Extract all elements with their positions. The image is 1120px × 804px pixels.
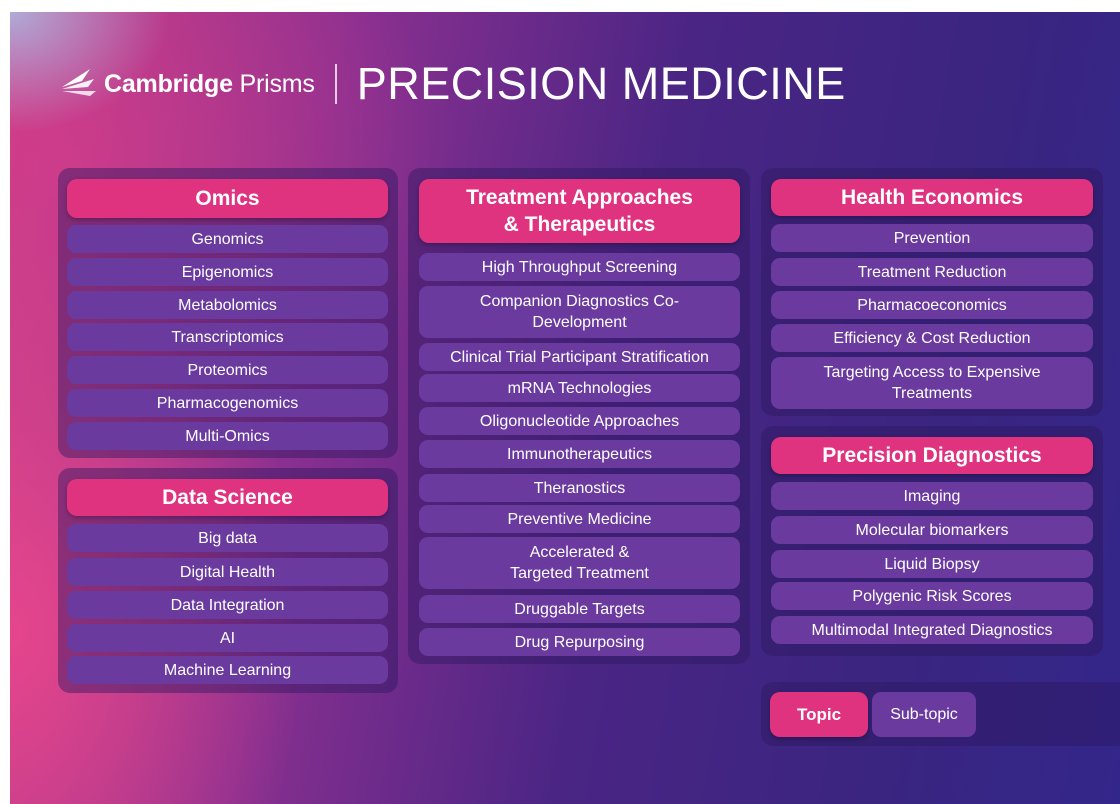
logo-bold-text: Cambridge <box>104 69 233 98</box>
precision-diagnostics-topic: Precision Diagnostics <box>771 437 1093 474</box>
precision-diagnostics-item: Polygenic Risk Scores <box>771 582 1093 610</box>
treatment-item: Companion Diagnostics Co-Development <box>419 286 740 338</box>
treatment-item: Preventive Medicine <box>419 505 740 533</box>
omics-item: Metabolomics <box>67 291 388 319</box>
infographic-canvas: Cambridge Prisms PRECISION MEDICINE Omic… <box>10 12 1120 804</box>
data-science-item: AI <box>67 624 388 652</box>
data-science-item: Digital Health <box>67 558 388 586</box>
omics-item: Pharmacogenomics <box>67 389 388 417</box>
precision-diagnostics-item: Multimodal Integrated Diagnostics <box>771 616 1093 644</box>
treatment-item: Druggable Targets <box>419 595 740 623</box>
treatment-item: mRNA Technologies <box>419 374 740 402</box>
treatment-item: High Throughput Screening <box>419 253 740 281</box>
treatment-topic: Treatment Approaches & Therapeutics <box>419 179 740 243</box>
treatment-item: Drug Repurposing <box>419 628 740 656</box>
legend-topic: Topic <box>770 692 868 737</box>
omics-item: Genomics <box>67 225 388 253</box>
data-science-item: Machine Learning <box>67 656 388 684</box>
health-economics-item: Treatment Reduction <box>771 258 1093 286</box>
logo: Cambridge Prisms <box>60 65 315 104</box>
header-divider <box>334 64 337 104</box>
omics-item: Transcriptomics <box>67 323 388 351</box>
data-science-topic: Data Science <box>67 479 388 516</box>
treatment-item: Oligonucleotide Approaches <box>419 407 740 435</box>
data-science-item: Data Integration <box>67 591 388 619</box>
omics-topic: Omics <box>67 179 388 218</box>
page-title: PRECISION MEDICINE <box>356 58 846 109</box>
omics-item: Epigenomics <box>67 258 388 286</box>
health-economics-topic: Health Economics <box>771 179 1093 216</box>
cambridge-prisms-logo-icon <box>60 65 104 104</box>
treatment-item: Clinical Trial Participant Stratificatio… <box>419 343 740 371</box>
legend-subtopic: Sub-topic <box>872 692 976 737</box>
treatment-item: Accelerated & Targeted Treatment <box>419 537 740 589</box>
treatment-item: Theranostics <box>419 474 740 502</box>
precision-diagnostics-item: Molecular biomarkers <box>771 516 1093 544</box>
health-economics-item: Efficiency & Cost Reduction <box>771 324 1093 352</box>
treatment-item: Immunotherapeutics <box>419 440 740 468</box>
health-economics-item: Prevention <box>771 224 1093 252</box>
treatment-topic-line1: Treatment Approaches <box>466 186 693 209</box>
health-economics-item: Targeting Access to Expensive Treatments <box>771 357 1093 409</box>
treatment-topic-line2: & Therapeutics <box>503 213 656 236</box>
data-science-item: Big data <box>67 524 388 552</box>
precision-diagnostics-item: Imaging <box>771 482 1093 510</box>
precision-diagnostics-item: Liquid Biopsy <box>771 550 1093 578</box>
health-economics-item: Pharmacoeconomics <box>771 291 1093 319</box>
omics-item: Multi-Omics <box>67 422 388 450</box>
header: Cambridge Prisms PRECISION MEDICINE <box>60 54 846 114</box>
logo-light-text: Prisms <box>239 69 315 98</box>
logo-text: Cambridge Prisms <box>104 70 315 99</box>
omics-item: Proteomics <box>67 356 388 384</box>
